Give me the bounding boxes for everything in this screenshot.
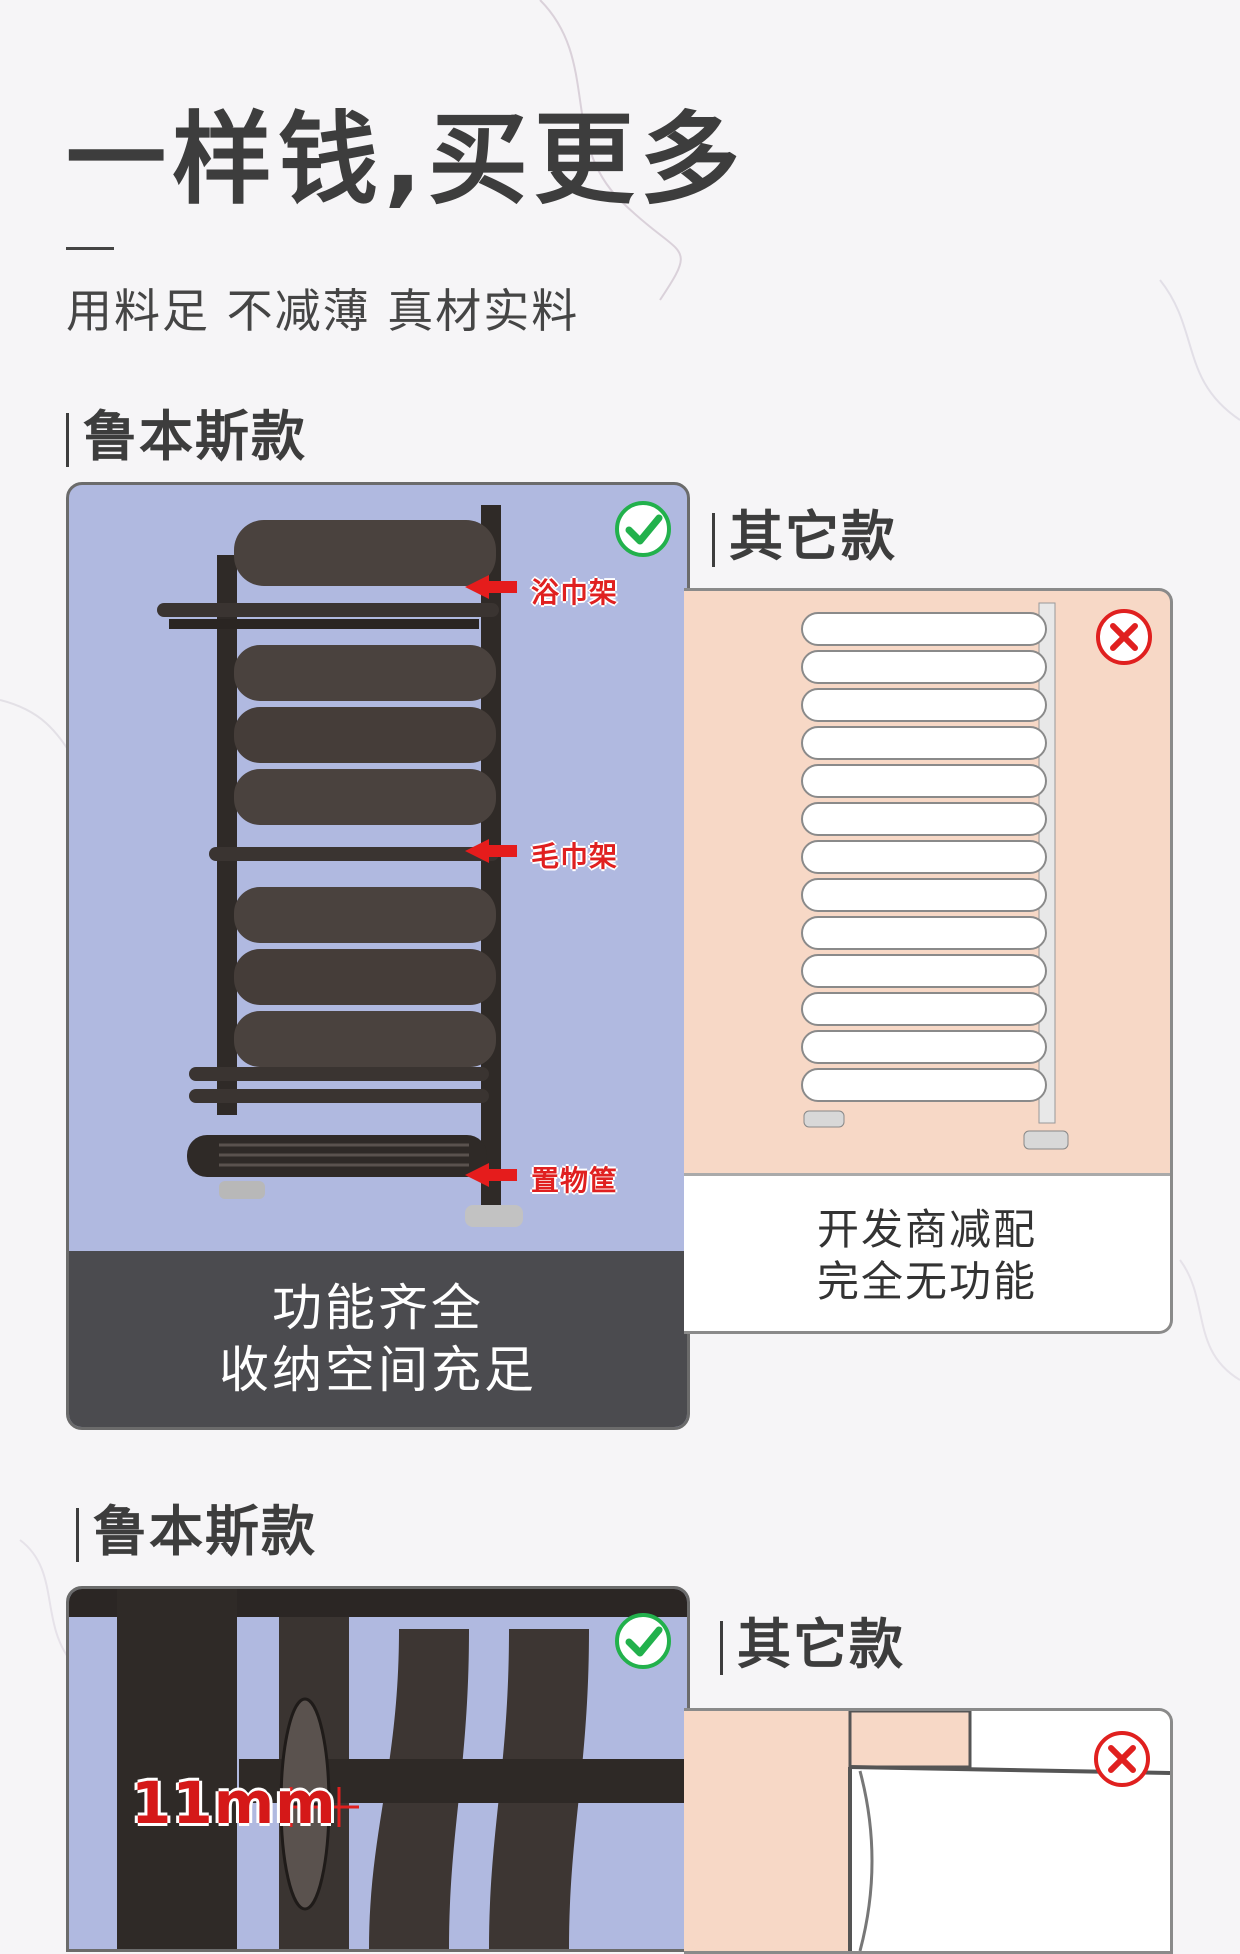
brand-label-text: 鲁本斯款: [93, 1500, 317, 1563]
section1-other-label: 其它款: [712, 510, 897, 568]
thickness-label: 11mm: [131, 1769, 337, 1837]
headline-divider: [66, 247, 114, 250]
check-circle-icon: [615, 1613, 671, 1669]
other-caption: 开发商减配 完全无功能: [684, 1173, 1170, 1331]
callout-storage-basket: 置物筐: [531, 1164, 619, 1197]
label-bar: [712, 513, 715, 568]
page-headline: 一样钱,买更多: [66, 101, 746, 218]
label-bar: [720, 1621, 723, 1676]
brand-label-text: 鲁本斯款: [83, 405, 307, 468]
check-circle-icon: [615, 501, 671, 557]
brand-caption-line1: 功能齐全: [272, 1279, 484, 1337]
brand-caption-line2: 收纳空间充足: [219, 1341, 537, 1399]
callout-bath-towel-rack: 浴巾架: [531, 576, 619, 609]
brand-pipe-closeup-image: [69, 1589, 687, 1949]
brand-detail-card: 11mm: [66, 1586, 690, 1952]
section2-brand-label: 鲁本斯款: [76, 1505, 317, 1563]
other-product-card: 开发商减配 完全无功能: [684, 588, 1173, 1334]
label-bar: [76, 1508, 79, 1563]
x-circle-icon: [1096, 609, 1152, 665]
other-caption-line2: 完全无功能: [816, 1257, 1037, 1306]
callout-towel-rack: 毛巾架: [531, 840, 619, 873]
brand-towel-rack-image: [157, 505, 523, 1227]
brand-product-card: 浴巾架 毛巾架 置物筐 功能齐全 收纳空间充足: [66, 482, 690, 1430]
label-bar: [66, 413, 69, 468]
section1-brand-label: 鲁本斯款: [66, 410, 307, 468]
other-label-text: 其它款: [729, 505, 897, 568]
other-label-text: 其它款: [737, 1613, 905, 1676]
brand-caption: 功能齐全 收纳空间充足: [69, 1251, 687, 1427]
other-detail-card: [684, 1708, 1173, 1954]
x-circle-icon: [1094, 1731, 1150, 1787]
section2-other-label: 其它款: [720, 1618, 905, 1676]
page-subheadline: 用料足 不减薄 真材实料: [66, 284, 580, 338]
other-towel-rack-image: [801, 602, 1069, 1150]
other-caption-line1: 开发商减配: [816, 1205, 1037, 1254]
